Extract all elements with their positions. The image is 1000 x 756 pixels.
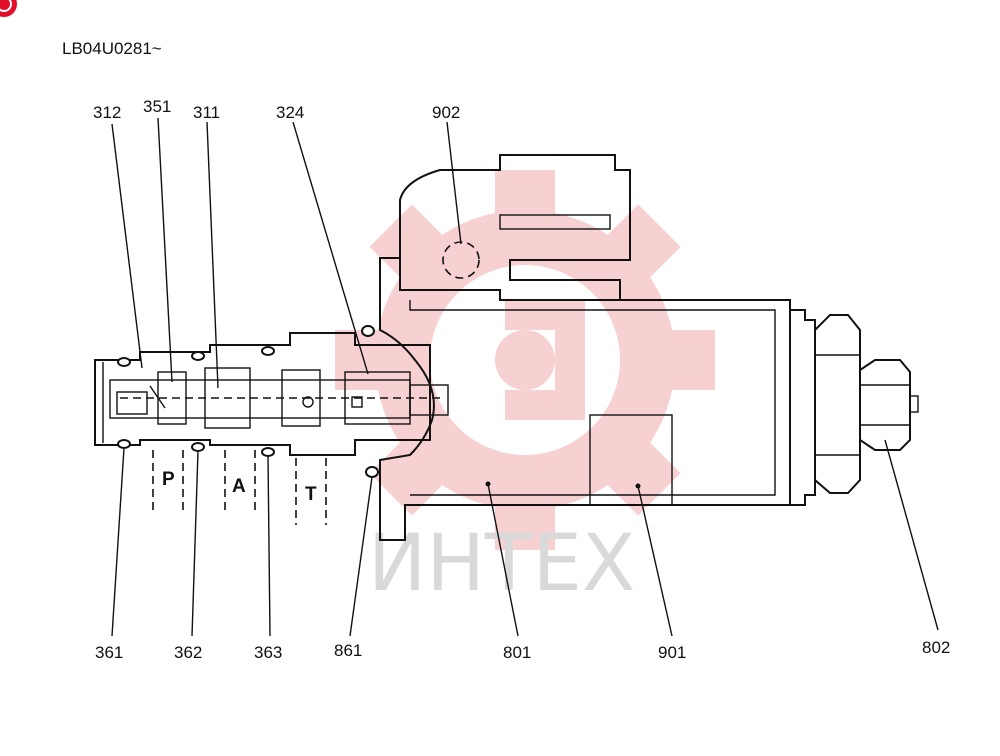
callout-361: 361 [95, 643, 123, 662]
callout-802: 802 [922, 638, 950, 657]
valve-body [94, 325, 449, 525]
callout-351: 351 [143, 97, 171, 116]
callout-312: 312 [93, 103, 121, 122]
port-t-label: T [305, 484, 317, 505]
red-logo-icon [0, 0, 17, 17]
serial-number: LB04U0281~ [62, 39, 162, 58]
callout-363: 363 [254, 643, 282, 662]
callout-861: 861 [334, 641, 362, 660]
port-p-label: P [162, 469, 175, 490]
watermark-text: ИНТЕХ [368, 519, 635, 609]
callout-324: 324 [276, 103, 304, 122]
callout-362: 362 [174, 643, 202, 662]
leader-lines [111, 117, 939, 637]
gear-watermark-icon [335, 170, 715, 550]
callout-311: 311 [193, 103, 220, 122]
callout-902: 902 [432, 103, 460, 122]
solenoid-body [379, 154, 919, 541]
callout-801: 801 [503, 643, 531, 662]
callout-901: 901 [658, 643, 686, 662]
port-a-label: A [232, 476, 246, 497]
